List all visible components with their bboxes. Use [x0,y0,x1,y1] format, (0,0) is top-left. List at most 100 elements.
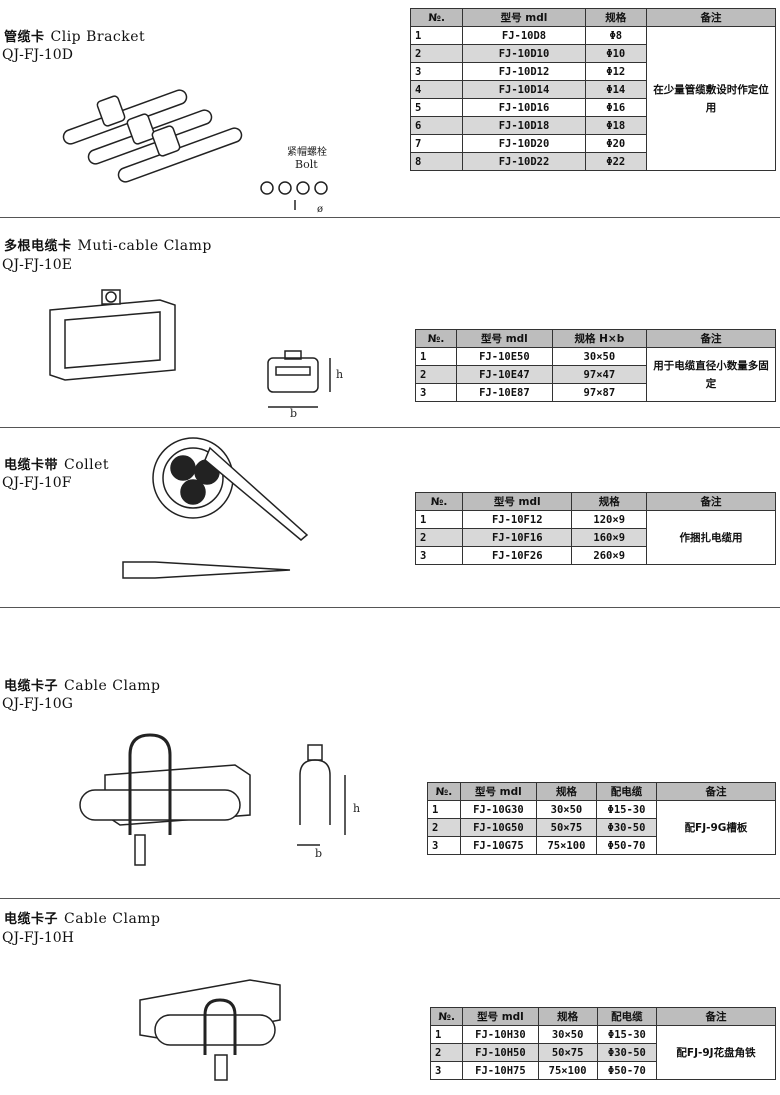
table-cell: FJ-10F26 [462,546,573,565]
table-cell: 75×100 [537,1061,598,1080]
note-cell: 用于电缆直径小数量多固定 [646,347,776,402]
column-header: №. [414,492,464,511]
table-cell: 120×9 [571,510,647,529]
table-cell: Φ15-30 [595,800,658,819]
title-cn: 电缆卡带 [4,458,59,473]
table-cell: 97×47 [551,365,648,384]
table-cell: 97×87 [551,383,648,402]
column-header: 规格 [535,782,597,801]
column-header: 型号 mdl [456,329,553,348]
column-header: 备注 [646,492,776,511]
table-cell: 2 [414,528,464,547]
table-cell: Φ12 [584,62,648,81]
table-cell: 2 [427,818,461,837]
product-code: QJ-FJ-10E [2,257,72,273]
table-cell: FJ-10D12 [462,62,586,81]
column-header: 型号 mdl [462,492,573,511]
table-cell: Φ20 [584,134,648,153]
divider [0,898,780,899]
collet-illustration [122,437,309,579]
table-cell: 30×50 [537,1025,598,1044]
column-header: 型号 mdl [462,8,586,27]
column-header: 规格 [584,8,648,27]
multi-cable-clamp-illustration: h b [49,289,343,420]
clip-bracket-illustration: 紧帽螺栓 Bolt ø [62,89,328,215]
table-cell: Φ16 [584,98,648,117]
section-title-cable-clamp-g: 电缆卡子 Cable Clamp [4,677,161,696]
title-en: Muti-cable Clamp [77,238,212,254]
product-code: QJ-FJ-10F [2,475,72,491]
column-header: 备注 [646,8,776,27]
table-cell: FJ-10D14 [462,80,586,99]
note-cell: 作捆扎电缆用 [646,510,776,565]
divider [0,427,780,428]
table-cell: 50×75 [537,1043,598,1062]
table-cell: 7 [409,134,464,153]
table-cell: FJ-10D22 [462,152,586,171]
column-header: 备注 [656,782,776,801]
diameter-label: ø [317,204,323,215]
title-en: Cable Clamp [64,678,161,694]
table-cell: 3 [409,62,464,81]
table-cell: FJ-10D16 [462,98,586,117]
note-cell: 配FJ-9G槽板 [656,800,776,855]
table-cell: FJ-10F12 [462,510,573,529]
table-cell: Φ30-50 [596,1043,658,1062]
height-label: h [353,802,360,815]
table-cell: 1 [429,1025,464,1044]
table-cell: 1 [414,347,458,366]
title-en: Cable Clamp [64,911,161,927]
table-cell: FJ-10H30 [462,1025,539,1044]
product-code: QJ-FJ-10H [2,930,74,946]
column-header: №. [409,8,464,27]
table-cell: FJ-10F16 [462,528,573,547]
column-header: 配电缆 [595,782,658,801]
table-cell: FJ-10H75 [462,1061,539,1080]
title-cn: 电缆卡子 [4,679,59,694]
table-cell: FJ-10D10 [462,44,586,63]
table-cell: 8 [409,152,464,171]
table-cell: Φ8 [584,26,648,45]
height-label: h [336,368,343,381]
product-code: QJ-FJ-10G [2,696,73,712]
column-header: №. [414,329,458,348]
table-cell: 3 [427,836,461,855]
table-cell: 3 [429,1061,464,1080]
bolt-label-en: Bolt [295,158,318,171]
cable-clamp-h-illustration [139,979,281,1081]
table-cell: 260×9 [571,546,647,565]
column-header: 型号 mdl [462,1007,539,1026]
table-cell: 1 [427,800,461,819]
column-header: №. [427,782,461,801]
table-cell: Φ30-50 [595,818,658,837]
table-cell: 1 [414,510,464,529]
divider [0,217,780,218]
table-cell: FJ-10G50 [459,818,537,837]
table-cell: 30×50 [551,347,648,366]
title-en: Clip Bracket [50,29,146,45]
table-cell: Φ14 [584,80,648,99]
table-cell: FJ-10E87 [456,383,553,402]
